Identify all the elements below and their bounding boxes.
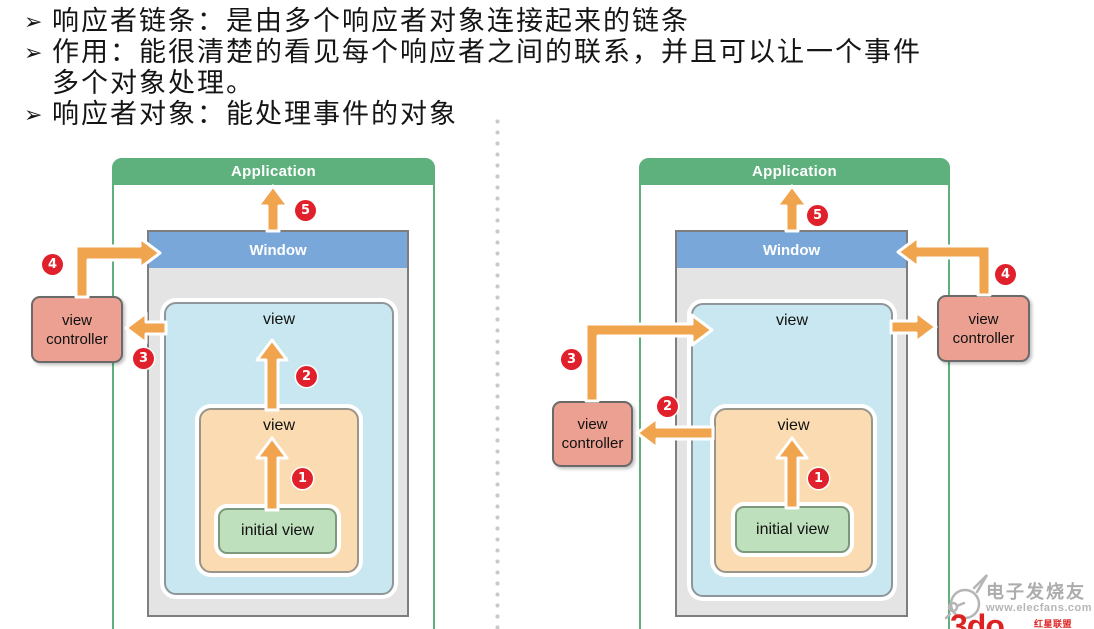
right-lower-view-controller-box: view controller bbox=[552, 401, 633, 467]
right-step-badge-2: 2 bbox=[657, 396, 678, 417]
bullet-list: ➢ 响应者链条：是由多个响应者对象连接起来的链条 ➢ 作用：能很清楚的看见每个响… bbox=[24, 6, 1024, 130]
bullet-line-3: ➢ 响应者对象：能处理事件的对象 bbox=[24, 99, 1024, 130]
bullet-text-responder-object: 响应者对象：能处理事件的对象 bbox=[52, 99, 458, 129]
left-view-controller-label-line1: view bbox=[61, 311, 92, 329]
right-step-badge-1: 1 bbox=[808, 468, 829, 489]
bullet-text-purpose-continued: 多个对象处理。 bbox=[52, 68, 255, 98]
watermark-site-url: www.elecfans.com bbox=[986, 602, 1093, 614]
watermark-partial-logo-text: 3do bbox=[950, 608, 1005, 629]
elecfans-logo-icon bbox=[944, 574, 989, 620]
left-view-controller-label-line2: controller bbox=[46, 330, 108, 348]
right-lower-view-controller-label-line2: controller bbox=[561, 435, 624, 452]
left-window-label: Window bbox=[249, 241, 307, 259]
left-window-header: Window bbox=[149, 232, 407, 268]
watermark-partial-badge-text: 红星联盟 bbox=[1034, 619, 1073, 629]
right-side-view-controller-box: view controller bbox=[937, 295, 1030, 362]
bullet-line-2: ➢ 作用：能很清楚的看见每个响应者之间的联系，并且可以让一个事件 bbox=[24, 37, 1024, 68]
left-step-badge-5: 5 bbox=[295, 200, 316, 221]
right-initial-view-box: initial view bbox=[735, 506, 850, 553]
right-step-badge-5: 5 bbox=[807, 205, 828, 226]
left-outer-view-label: view bbox=[262, 311, 295, 328]
left-middle-view-label: view bbox=[262, 417, 295, 434]
bullet-text-responder-chain: 响应者链条：是由多个响应者对象连接起来的链条 bbox=[52, 6, 690, 36]
bullet-marker-icon: ➢ bbox=[24, 102, 43, 127]
bullet-text-purpose: 作用：能很清楚的看见每个响应者之间的联系，并且可以让一个事件 bbox=[52, 37, 922, 67]
left-application-label: Application bbox=[231, 163, 316, 180]
right-outer-view-label: view bbox=[775, 312, 808, 329]
right-window-header: Window bbox=[677, 232, 906, 268]
right-step-badge-3: 3 bbox=[561, 349, 582, 370]
left-view-controller-box: view controller bbox=[31, 296, 123, 363]
left-initial-view-label: initial view bbox=[241, 522, 314, 539]
left-application-header: Application bbox=[112, 158, 435, 185]
bullet-marker-icon: ➢ bbox=[24, 9, 43, 34]
left-step-badge-4: 4 bbox=[42, 254, 63, 275]
right-side-view-controller-label-line1: view bbox=[968, 310, 999, 328]
left-step-badge-1: 1 bbox=[292, 468, 313, 489]
right-application-label: Application bbox=[752, 163, 837, 180]
right-window-label: Window bbox=[762, 241, 821, 259]
bullet-line-1: ➢ 响应者链条：是由多个响应者对象连接起来的链条 bbox=[24, 6, 1024, 37]
left-step-badge-2: 2 bbox=[296, 366, 317, 387]
right-side-view-controller-label-line2: controller bbox=[952, 329, 1015, 347]
left-initial-view-box: initial view bbox=[218, 508, 337, 554]
left-step-badge-3: 3 bbox=[133, 348, 154, 369]
right-lower-view-controller-label-line1: view bbox=[577, 416, 608, 433]
right-initial-view-label: initial view bbox=[756, 520, 829, 538]
bullet-marker-icon: ➢ bbox=[24, 40, 43, 65]
right-step-badge-4: 4 bbox=[995, 264, 1016, 285]
right-middle-view-label: view bbox=[777, 417, 810, 434]
dotted-divider bbox=[495, 116, 500, 629]
right-application-header: Application bbox=[639, 158, 950, 185]
bullet-line-2-continued: 多个对象处理。 bbox=[24, 68, 1024, 99]
watermark-site-name: 电子发烧友 bbox=[986, 582, 1086, 602]
